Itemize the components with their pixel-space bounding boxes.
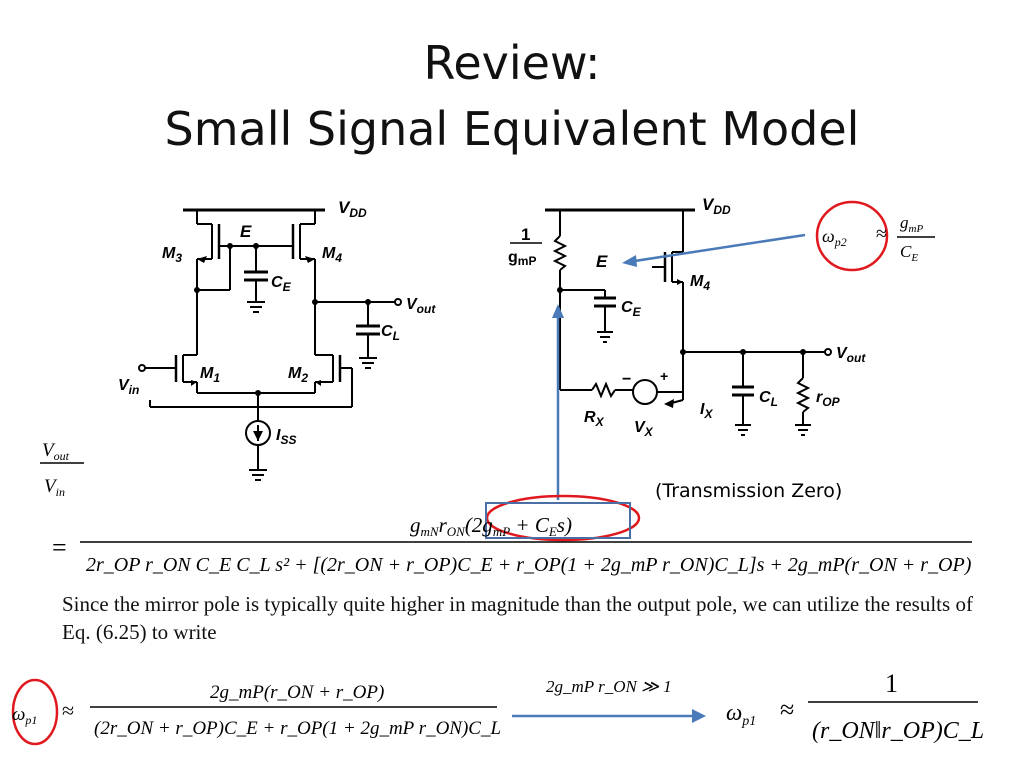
- slide-title-line-2: Small Signal Equivalent Model: [164, 102, 860, 156]
- label-r-ce: CE: [621, 299, 642, 319]
- label-r-plus: +: [660, 368, 668, 384]
- fraction-bars: [40, 236, 978, 708]
- label-r-rx: RX: [584, 409, 605, 429]
- label-ce: CE: [271, 274, 292, 294]
- wp2-highlight-circle: [815, 200, 889, 272]
- label-vdd: VDD: [338, 198, 367, 220]
- eq-main-num: gmNrON(2gmP + CEs): [410, 513, 572, 539]
- explanation-paragraph: Since the mirror pole is typically quite…: [62, 592, 973, 644]
- transmission-zero-label: (Transmission Zero): [655, 480, 843, 502]
- eq-wp1-lhs: ωp1: [12, 704, 37, 727]
- eq-condition: 2g_mP r_ON ≫ 1: [546, 677, 672, 696]
- label-r-vout: Vout: [836, 345, 866, 365]
- eq-wp1s-approx: ≈: [780, 695, 794, 724]
- label-e: E: [240, 222, 252, 241]
- label-vin: Vin: [118, 377, 139, 397]
- label-m1: M1: [200, 365, 220, 385]
- eq-wp1-den: (2r_ON + r_OP)C_E + r_OP(1 + 2g_mP r_ON)…: [94, 718, 501, 739]
- label-vout: Vout: [406, 296, 436, 316]
- label-r-vx: VX: [634, 419, 654, 439]
- label-r-m4: M4: [690, 273, 710, 293]
- label-m2: M2: [288, 365, 308, 385]
- label-r-rop: rOP: [816, 389, 841, 409]
- slide-title-line-1: Review:: [423, 36, 601, 90]
- label-r-one: 1: [521, 225, 530, 244]
- eq-main-den: 2r_OP r_ON C_E C_L s² + [(2r_ON + r_OP)C…: [86, 554, 972, 576]
- right-circuit: [545, 208, 832, 436]
- label-cl: CL: [381, 323, 400, 343]
- eq-wp1-num: 2g_mP(r_ON + r_OP): [210, 682, 384, 703]
- annotation-arrows: [512, 233, 806, 718]
- label-r-e: E: [596, 252, 608, 271]
- eq-wp1s-num: 1: [885, 669, 898, 698]
- label-r-minus: −: [622, 371, 631, 388]
- eq-tf-num: Vout: [42, 440, 70, 463]
- eq-equals: =: [52, 533, 67, 562]
- eq-wp2-den: CE: [900, 242, 918, 264]
- wp1-highlight-circle: [11, 678, 59, 746]
- zero-highlight-box: [485, 502, 631, 539]
- eq-tf-den: Vin: [44, 476, 65, 499]
- right-circuit-dots: [557, 279, 806, 408]
- eq-wp1-approx: ≈: [62, 698, 74, 723]
- annotation-arrowheads: [552, 255, 706, 723]
- label-iss: ISS: [276, 427, 296, 447]
- left-circuit-dots: [191, 243, 371, 441]
- eq-wp2-num: gmP: [900, 213, 923, 235]
- label-m3: M3: [162, 245, 182, 265]
- label-r-cl: CL: [759, 389, 778, 409]
- eq-wp2-lhs: ωp2: [822, 226, 847, 249]
- highlight-shapes: [11, 200, 889, 746]
- eq-wp1s-lhs: ωp1: [726, 700, 756, 729]
- label-r-vdd: VDD: [702, 195, 731, 217]
- eq-wp1s-den: (r_ON‖r_OP)C_L: [812, 718, 984, 744]
- eq-wp2-approx: ≈: [876, 223, 887, 245]
- label-m4: M4: [322, 245, 342, 265]
- label-r-ix: IX: [700, 401, 713, 421]
- label-r-gmp: gmP: [508, 249, 536, 268]
- left-circuit: [138, 208, 402, 481]
